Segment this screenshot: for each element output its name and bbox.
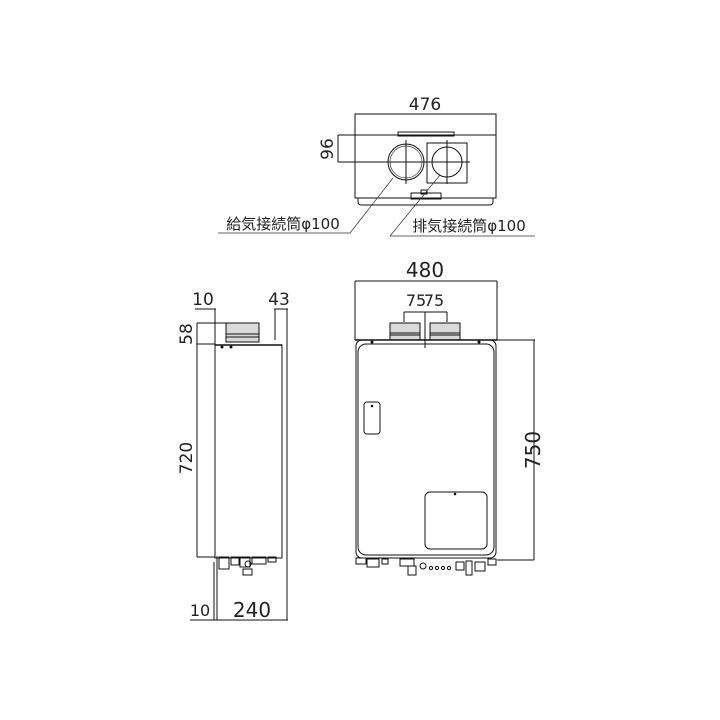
side-body-height-label: 720 <box>177 442 197 474</box>
side-bottom-left-offset: 10 <box>190 601 210 620</box>
side-top-height-label: 58 <box>177 323 197 345</box>
side-view: 10 43 58 720 <box>177 290 290 622</box>
side-body-depth-label: 240 <box>233 598 271 622</box>
exhaust-pipe-label: 排気接続筒φ100 <box>412 217 526 235</box>
top-width-label: 476 <box>409 95 441 115</box>
remote-panel <box>363 401 381 435</box>
front-width-label: 480 <box>406 258 444 282</box>
front-bottom-fittings <box>355 557 497 576</box>
side-top-right-offset: 43 <box>268 290 290 310</box>
intake-pipe-label: 給気接続筒φ100 <box>226 215 340 233</box>
front-view: 480 75 75 750 <box>354 258 545 576</box>
front-pipe-spacing-left: 75 <box>406 291 426 310</box>
service-panel <box>424 491 488 550</box>
front-pipe-spacing-right: 75 <box>424 291 444 310</box>
front-height-label: 750 <box>521 431 545 469</box>
top-depth-label: 96 <box>318 138 338 160</box>
side-top-left-offset: 10 <box>192 290 214 310</box>
top-view: 476 96 給気接続筒φ100 排気接続筒φ100 <box>218 95 535 237</box>
side-bottom-fittings <box>213 556 277 620</box>
